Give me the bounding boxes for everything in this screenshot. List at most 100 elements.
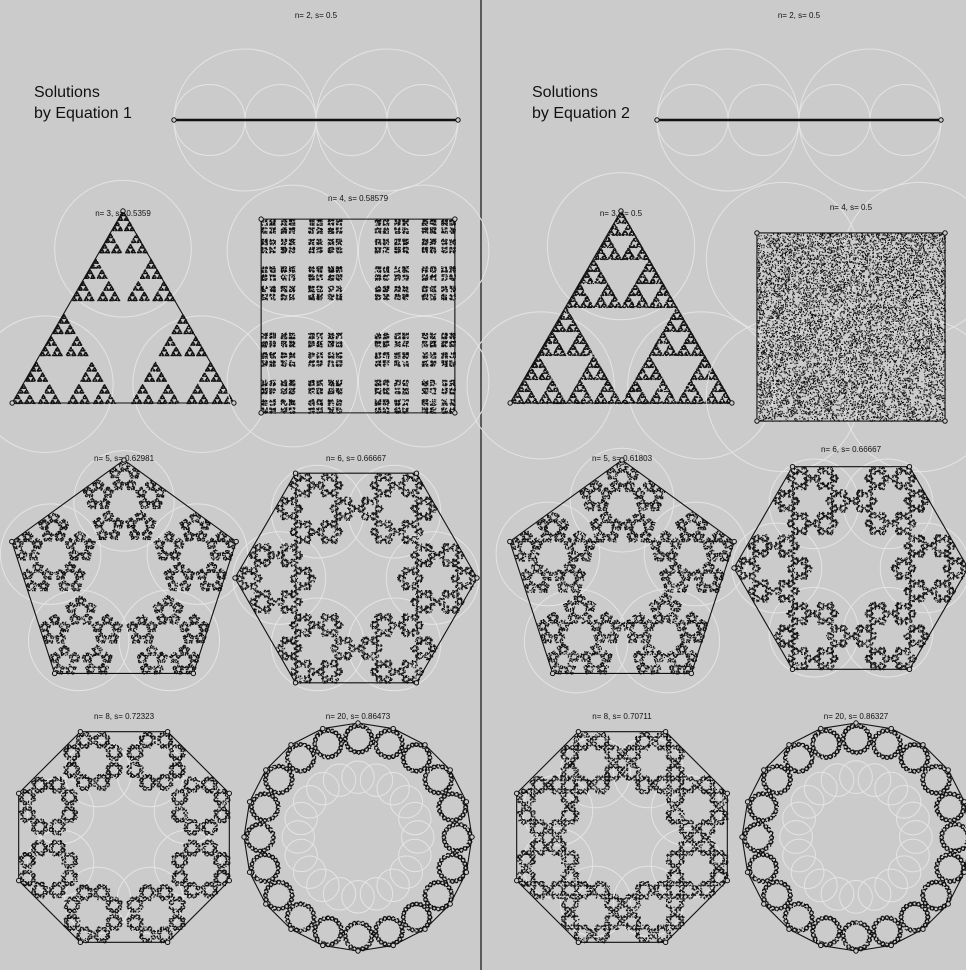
- vertex-marker: [391, 943, 395, 947]
- vertex-marker: [321, 726, 325, 730]
- vertex-marker: [233, 576, 237, 580]
- vertex-marker: [453, 217, 457, 221]
- vertex-marker: [732, 539, 736, 543]
- vertex-marker: [943, 231, 947, 235]
- vertex-marker: [514, 791, 518, 795]
- figure-caption: n= 8, s= 0.70711: [592, 712, 652, 721]
- vertex-marker: [289, 743, 293, 747]
- figure-caption: n= 4, s= 0.5: [830, 203, 873, 212]
- vertex-marker: [907, 667, 911, 671]
- vertex-marker: [232, 401, 236, 405]
- vertex-marker: [10, 401, 14, 405]
- vertex-marker: [464, 800, 468, 804]
- vertex-marker: [247, 800, 251, 804]
- vertex-marker: [889, 943, 893, 947]
- vertex-marker: [819, 726, 823, 730]
- vertex-marker: [550, 671, 554, 675]
- vertex-marker: [576, 940, 580, 944]
- panel-heading-line2: by Equation 1: [34, 105, 132, 122]
- vertex-marker: [453, 411, 457, 415]
- vertex-marker: [414, 471, 418, 475]
- vertex-marker: [508, 539, 512, 543]
- vertex-marker: [576, 729, 580, 733]
- figure-caption: n= 4, s= 0.58579: [328, 194, 389, 203]
- vertex-marker: [264, 768, 268, 772]
- figure-caption: n= 20, s= 0.86327: [824, 712, 889, 721]
- vertex-marker: [946, 902, 950, 906]
- vertex-marker: [448, 902, 452, 906]
- figure-caption: n= 5, s= 0.61803: [592, 454, 653, 463]
- vertex-marker: [962, 800, 966, 804]
- figure-caption: n= 2, s= 0.5: [778, 11, 821, 20]
- vertex-marker: [854, 949, 858, 953]
- vertex-marker: [508, 401, 512, 405]
- vertex-marker: [391, 726, 395, 730]
- vertex-marker: [470, 835, 474, 839]
- figure-caption: n= 6, s= 0.66667: [821, 445, 882, 454]
- vertex-marker: [242, 835, 246, 839]
- vertex-marker: [423, 743, 427, 747]
- vertex-marker: [191, 671, 195, 675]
- vertex-marker: [356, 949, 360, 953]
- vertex-marker: [889, 726, 893, 730]
- vertex-marker: [456, 118, 460, 122]
- vertex-marker: [227, 791, 231, 795]
- vertex-marker: [819, 943, 823, 947]
- vertex-marker: [448, 768, 452, 772]
- vertex-marker: [907, 464, 911, 468]
- vertex-marker: [939, 118, 943, 122]
- figure-caption: n= 5, s= 0.62981: [94, 454, 155, 463]
- vertex-marker: [962, 870, 966, 874]
- vertex-marker: [755, 231, 759, 235]
- vertex-marker: [293, 471, 297, 475]
- panel-heading-line1: Solutions: [34, 84, 100, 101]
- figure-caption: n= 6, s= 0.66667: [326, 454, 387, 463]
- vertex-marker: [289, 927, 293, 931]
- vertex-marker: [423, 927, 427, 931]
- vertex-marker: [740, 835, 744, 839]
- vertex-marker: [16, 878, 20, 882]
- vertex-marker: [921, 927, 925, 931]
- vertex-marker: [414, 681, 418, 685]
- vertex-marker: [165, 940, 169, 944]
- vertex-marker: [689, 671, 693, 675]
- vertex-marker: [655, 118, 659, 122]
- vertex-marker: [725, 791, 729, 795]
- figure-caption: n= 2, s= 0.5: [295, 11, 338, 20]
- panel-heading-line1: Solutions: [532, 84, 598, 101]
- figure-caption: n= 3, s= 0.5359: [95, 209, 151, 218]
- vertex-marker: [247, 870, 251, 874]
- vertex-marker: [790, 464, 794, 468]
- vertex-marker: [745, 870, 749, 874]
- vertex-marker: [943, 419, 947, 423]
- vertex-marker: [259, 217, 263, 221]
- vertex-marker: [787, 927, 791, 931]
- vertex-marker: [762, 768, 766, 772]
- vertex-marker: [921, 743, 925, 747]
- vertex-marker: [264, 902, 268, 906]
- vertex-marker: [227, 878, 231, 882]
- vertex-marker: [356, 721, 360, 725]
- vertex-marker: [321, 943, 325, 947]
- vertex-marker: [946, 768, 950, 772]
- vertex-marker: [464, 870, 468, 874]
- vertex-marker: [725, 878, 729, 882]
- vertex-marker: [78, 940, 82, 944]
- figure-caption: n= 3, s= 0.5: [600, 209, 643, 218]
- vertex-marker: [16, 791, 20, 795]
- panel-heading-line2: by Equation 2: [532, 105, 630, 122]
- vertex-marker: [787, 743, 791, 747]
- vertex-marker: [514, 878, 518, 882]
- figure-caption: n= 8, s= 0.72323: [94, 712, 155, 721]
- vertex-marker: [78, 729, 82, 733]
- vertex-marker: [259, 411, 263, 415]
- figure-caption: n= 20, s= 0.86473: [326, 712, 391, 721]
- vertex-marker: [745, 800, 749, 804]
- vertex-marker: [755, 419, 759, 423]
- vertex-marker: [475, 576, 479, 580]
- vertex-marker: [730, 401, 734, 405]
- vertex-marker: [663, 940, 667, 944]
- vertex-marker: [790, 667, 794, 671]
